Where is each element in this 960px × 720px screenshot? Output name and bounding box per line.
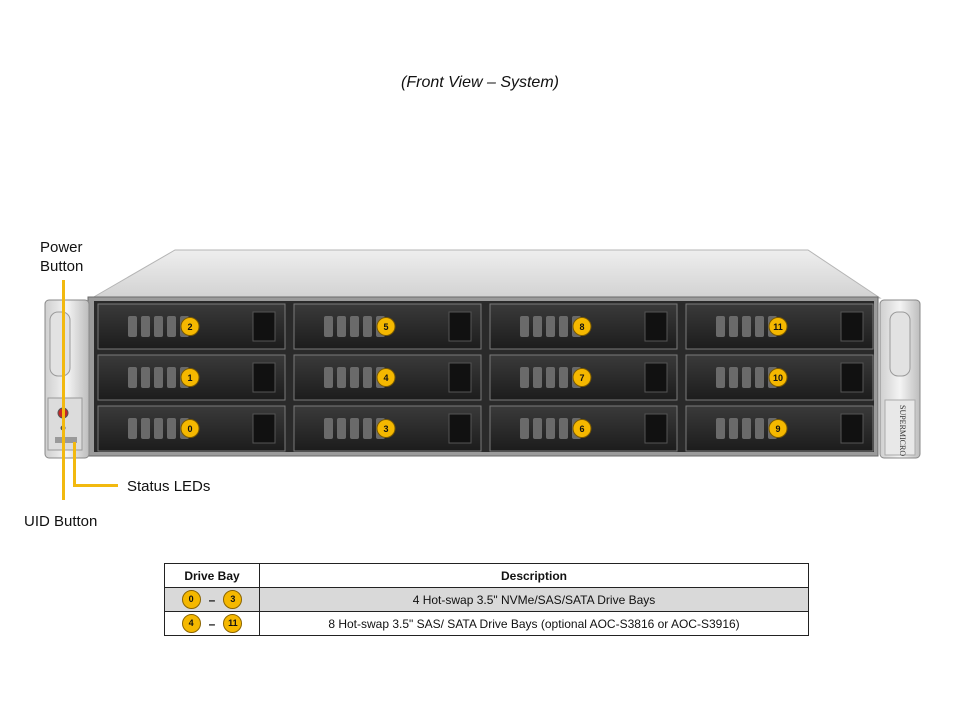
drive-tray-2[interactable]: 2: [97, 303, 286, 350]
drive-tray-10[interactable]: 10: [685, 354, 874, 401]
power-button-leader: [62, 280, 65, 500]
figure-caption: (Front View – System): [401, 74, 559, 91]
bay-number-badge: [180, 419, 200, 438]
header-description: Description: [259, 563, 809, 588]
bay-number-label: 0: [187, 424, 192, 434]
bay-number-badge: [376, 317, 396, 336]
bay-number-badge: [180, 368, 200, 387]
bay-number-label: 7: [579, 373, 584, 383]
bay-number-badge: [180, 317, 200, 336]
bay-number-label: 3: [383, 424, 388, 434]
bay-number-badge: [376, 419, 396, 438]
table-row: 0–3 4 Hot-swap 3.5" NVMe/SAS/SATA Drive …: [164, 587, 809, 612]
bay-number-badge: [572, 419, 592, 438]
drive-tray-1[interactable]: 1: [97, 354, 286, 401]
row-description: 8 Hot-swap 3.5" SAS/ SATA Drive Bays (op…: [259, 611, 809, 636]
drive-tray-3[interactable]: 3: [293, 405, 482, 452]
bay-number-label: 5: [383, 322, 388, 332]
bay-badge: 3: [223, 590, 243, 609]
bay-number-badge: [768, 419, 788, 438]
drive-tray-5[interactable]: 5: [293, 303, 482, 350]
drive-tray-8[interactable]: 8: [489, 303, 678, 350]
drive-tray-4[interactable]: 4: [293, 354, 482, 401]
bay-number-badge: [768, 317, 788, 336]
drive-tray-6[interactable]: 6: [489, 405, 678, 452]
brand-logo: SUPERMICRO: [898, 405, 907, 456]
row-description: 4 Hot-swap 3.5" NVMe/SAS/SATA Drive Bays: [259, 587, 809, 612]
drive-tray-7[interactable]: 7: [489, 354, 678, 401]
status-leds-label: Status LEDs: [127, 478, 211, 495]
drive-tray-9[interactable]: 9: [685, 405, 874, 452]
bay-number-badge: [572, 317, 592, 336]
drive-tray-0[interactable]: 0: [97, 405, 286, 452]
uid-button-label: UID Button: [24, 513, 98, 530]
chassis-top-cover: [90, 249, 882, 299]
drive-tray-11[interactable]: 11: [685, 303, 874, 350]
bay-number-label: 1: [187, 373, 192, 383]
bay-number-label: 11: [773, 322, 783, 332]
bay-number-label: 9: [775, 424, 780, 434]
header-drive-bay: Drive Bay: [164, 563, 260, 588]
bay-number-label: 10: [773, 373, 783, 383]
status-leds-leader-h: [73, 484, 118, 487]
bay-badge: 4: [181, 614, 201, 633]
bay-number-label: 6: [579, 424, 584, 434]
bay-number-label: 4: [383, 373, 388, 383]
bay-number-badge: [376, 368, 396, 387]
bay-badge: 11: [223, 614, 243, 633]
status-leds-leader-v: [73, 442, 76, 486]
bay-number-label: 2: [187, 322, 192, 332]
bay-number-badge: [768, 368, 788, 387]
table-row: 4–11 8 Hot-swap 3.5" SAS/ SATA Drive Bay…: [164, 611, 809, 636]
status-leds-icon: [55, 437, 77, 443]
bay-number-badge: [572, 368, 592, 387]
bay-number-label: 8: [579, 322, 584, 332]
drive-bay-table: Drive Bay Description 0–3 4 Hot-swap 3.5…: [164, 563, 809, 636]
bay-badge: 0: [181, 590, 201, 609]
